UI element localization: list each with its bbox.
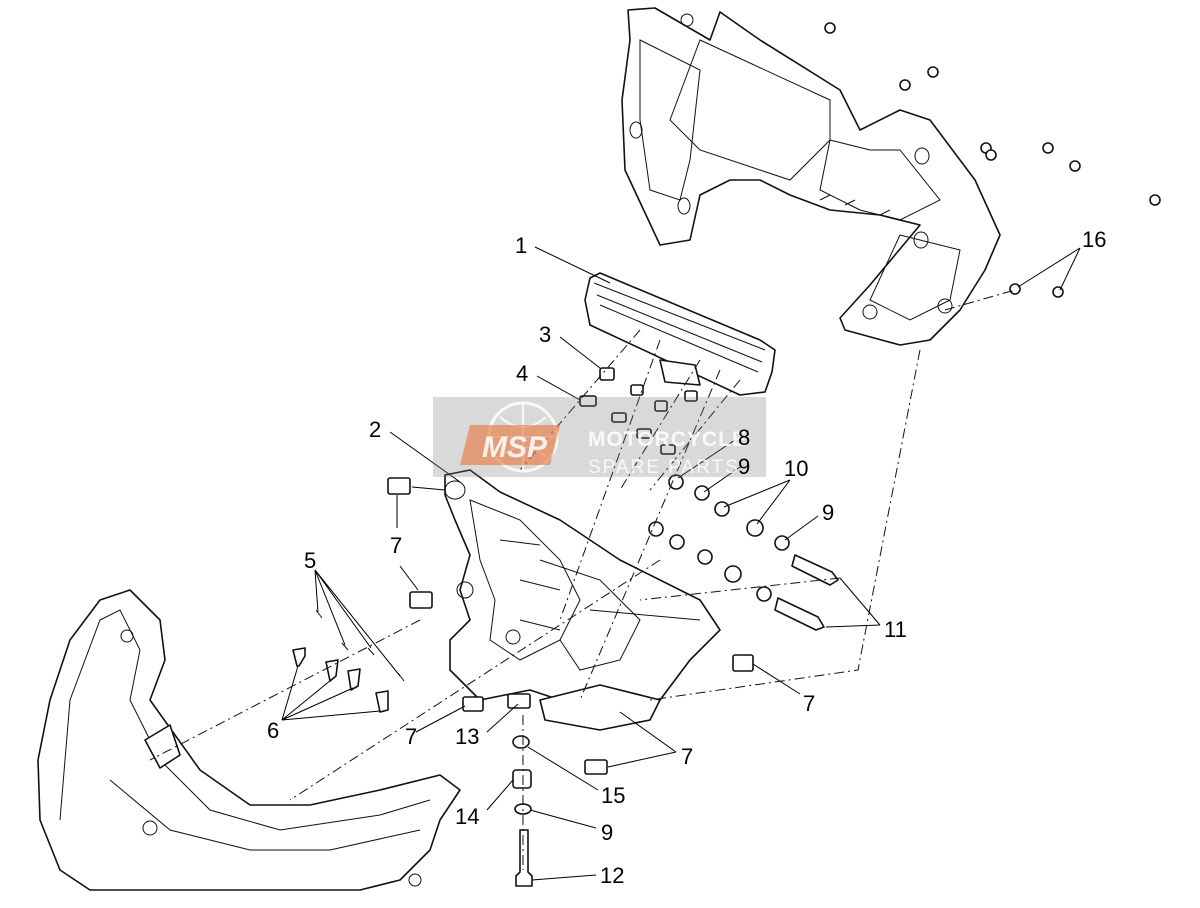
callout-5: 5 <box>304 548 316 573</box>
watermark-logo-badge <box>460 425 560 465</box>
grommets-and-bushings <box>579 367 698 455</box>
callout-9a: 9 <box>738 454 750 479</box>
callout-7b: 7 <box>405 724 417 749</box>
screws-16 <box>1009 283 1064 298</box>
leader-lines <box>281 246 1081 881</box>
watermark: MSP MOTORCYCLE SPARE PARTS <box>433 397 766 478</box>
watermark-line2: SPARE PARTS <box>588 457 740 478</box>
callout-3: 3 <box>539 322 551 347</box>
bolts-11 <box>774 554 839 631</box>
instrument-panel <box>584 272 776 396</box>
callout-1: 1 <box>515 233 527 258</box>
callout-7d: 7 <box>681 744 693 769</box>
callout-9b: 9 <box>822 500 834 525</box>
lower-mount-stack <box>512 735 533 887</box>
watermark-line1: MOTORCYCLE <box>588 428 747 451</box>
callout-9c: 9 <box>601 820 613 845</box>
watermark-logo: MSP <box>482 431 548 464</box>
callout-15: 15 <box>601 783 625 808</box>
callout-4: 4 <box>516 361 528 386</box>
callout-13: 13 <box>455 724 479 749</box>
callout-7a: 7 <box>390 533 402 558</box>
callout-labels: 1 2 3 4 5 6 7 7 7 7 8 9 9 9 10 11 12 13 … <box>267 227 1106 888</box>
upper-cowl-panel <box>621 7 1001 346</box>
callout-8: 8 <box>738 425 750 450</box>
washers-and-nuts <box>648 474 790 602</box>
instrument-bracket <box>444 469 721 731</box>
callout-6: 6 <box>267 718 279 743</box>
cowl-screws <box>824 22 1161 206</box>
assembly-dashed-lines <box>149 289 1016 870</box>
callout-14: 14 <box>455 804 479 829</box>
headlight-housing <box>37 589 461 891</box>
callout-10: 10 <box>784 456 808 481</box>
callout-11: 11 <box>884 617 907 642</box>
callout-16: 16 <box>1082 227 1106 252</box>
callout-7c: 7 <box>803 691 815 716</box>
clip-nuts <box>387 477 754 775</box>
callout-12: 12 <box>600 863 624 888</box>
callout-2: 2 <box>369 417 381 442</box>
pins-and-screws-left <box>292 609 405 713</box>
